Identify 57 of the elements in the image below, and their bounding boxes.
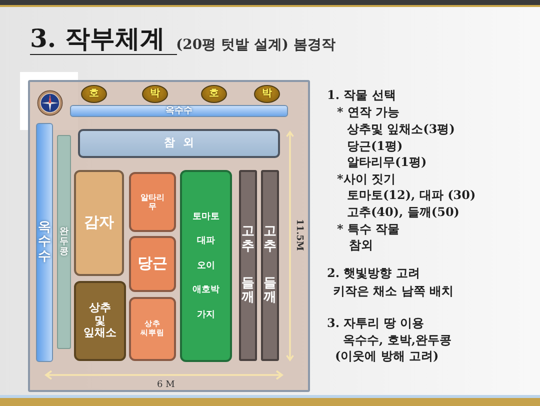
crop-bed — [239, 170, 257, 361]
subtitle: (20평 텃밭 설계) 봄경작 — [176, 36, 336, 54]
list-item: * 특수 작물 — [337, 222, 400, 237]
list-heading: 3. 자투리 땅 이용 — [327, 316, 424, 331]
crop-name: 박 — [150, 88, 160, 100]
crop-name: 알타리무 — [140, 192, 166, 212]
crop-oval — [142, 85, 168, 103]
crop-bed — [261, 170, 279, 361]
dimension-label: 11.5M — [294, 219, 304, 251]
list-item: *사이 짓기 — [337, 172, 396, 187]
crop-bed — [74, 281, 126, 361]
dimension-label: 6 M — [157, 380, 175, 390]
crop-strip — [70, 105, 288, 117]
list-heading: 1. 작물 선택 — [327, 88, 396, 103]
crop-bed — [180, 170, 232, 362]
crop-name: 고추 — [241, 225, 255, 254]
crop-oval — [254, 85, 280, 103]
crop-bed — [74, 170, 124, 276]
crop-name: 고추 — [263, 225, 277, 254]
crop-name: 호 — [89, 88, 99, 100]
crop-bed — [129, 172, 176, 232]
crop-bed — [78, 129, 280, 158]
list-item: 옥수수, 호박,완두콩 — [343, 333, 452, 348]
list-item: 고추(40), 들깨(50) — [347, 205, 460, 220]
crop-name: 가지 — [197, 310, 215, 320]
crop-name: 감자 — [84, 214, 114, 232]
crop-name: 토마토 — [192, 212, 220, 222]
crop-oval — [81, 85, 107, 103]
crop-name: 옥수수 — [38, 220, 52, 264]
crop-name: 박 — [262, 88, 272, 100]
list-item: (이웃에 방해 고려) — [335, 349, 439, 364]
list-heading: 2. 햇빛방향 고려 — [327, 266, 420, 281]
list-item: 알타리무(1평) — [347, 155, 427, 170]
crop-name: 완두콩 — [59, 226, 69, 258]
crop-name: 당근 — [138, 255, 168, 273]
list-item: 참외 — [349, 238, 373, 253]
crop-bed — [129, 236, 176, 292]
crop-strip — [36, 123, 53, 362]
crop-name: 들깨 — [263, 276, 277, 306]
list-item: * 연작 가능 — [337, 105, 400, 120]
slide-title: 3. 작부체계 — [30, 24, 177, 55]
crop-bed — [129, 297, 176, 361]
crop-name: 대파 — [197, 236, 215, 247]
list-item: 상추및 잎채소(3평) — [347, 122, 455, 137]
list-item: 키작은 채소 남쪽 배치 — [333, 284, 454, 299]
crop-oval — [201, 85, 227, 103]
crop-strip — [57, 135, 71, 349]
list-item: 토마토(12), 대파 (30) — [347, 188, 476, 203]
crop-name: 옥수수 — [166, 106, 192, 116]
crop-name: 참외 — [163, 137, 202, 150]
crop-name: 호 — [209, 88, 219, 100]
list-item: 당근(1평) — [347, 139, 403, 154]
crop-name: 애호박 — [192, 285, 220, 296]
crop-name: 상추 및 잎채소 — [83, 302, 117, 340]
garden-plot — [28, 80, 310, 392]
crop-name: 들깨 — [241, 276, 255, 306]
crop-name: 오이 — [197, 260, 215, 272]
